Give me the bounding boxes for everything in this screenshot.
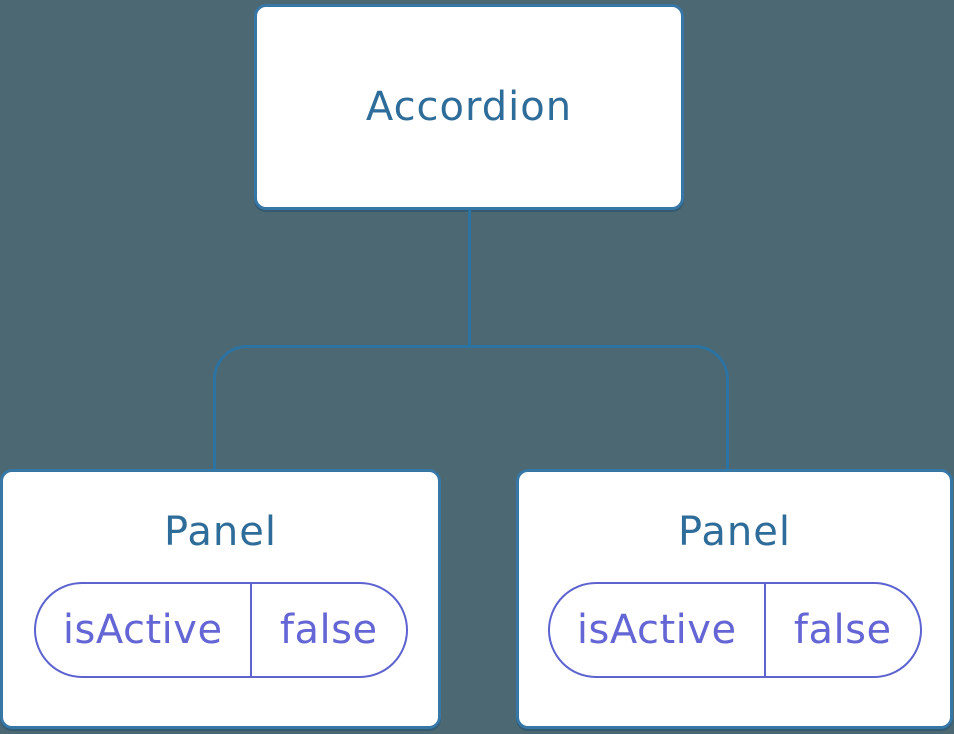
state-key: isActive [36, 584, 252, 676]
connector-branch [213, 345, 729, 472]
panel-node-label: Panel [164, 509, 277, 555]
state-key: isActive [550, 584, 766, 676]
state-pill: isActive false [33, 582, 408, 678]
accordion-node-label: Accordion [365, 84, 573, 130]
state-value: false [793, 607, 892, 653]
connector-stem [468, 209, 471, 347]
state-pill: isActive false [547, 582, 922, 678]
component-node-accordion: Accordion [254, 4, 684, 210]
panel-node-label: Panel [678, 509, 791, 555]
component-node-panel-left: Panel isActive false [0, 469, 441, 729]
state-value: false [279, 607, 378, 653]
component-node-panel-right: Panel isActive false [516, 469, 953, 729]
